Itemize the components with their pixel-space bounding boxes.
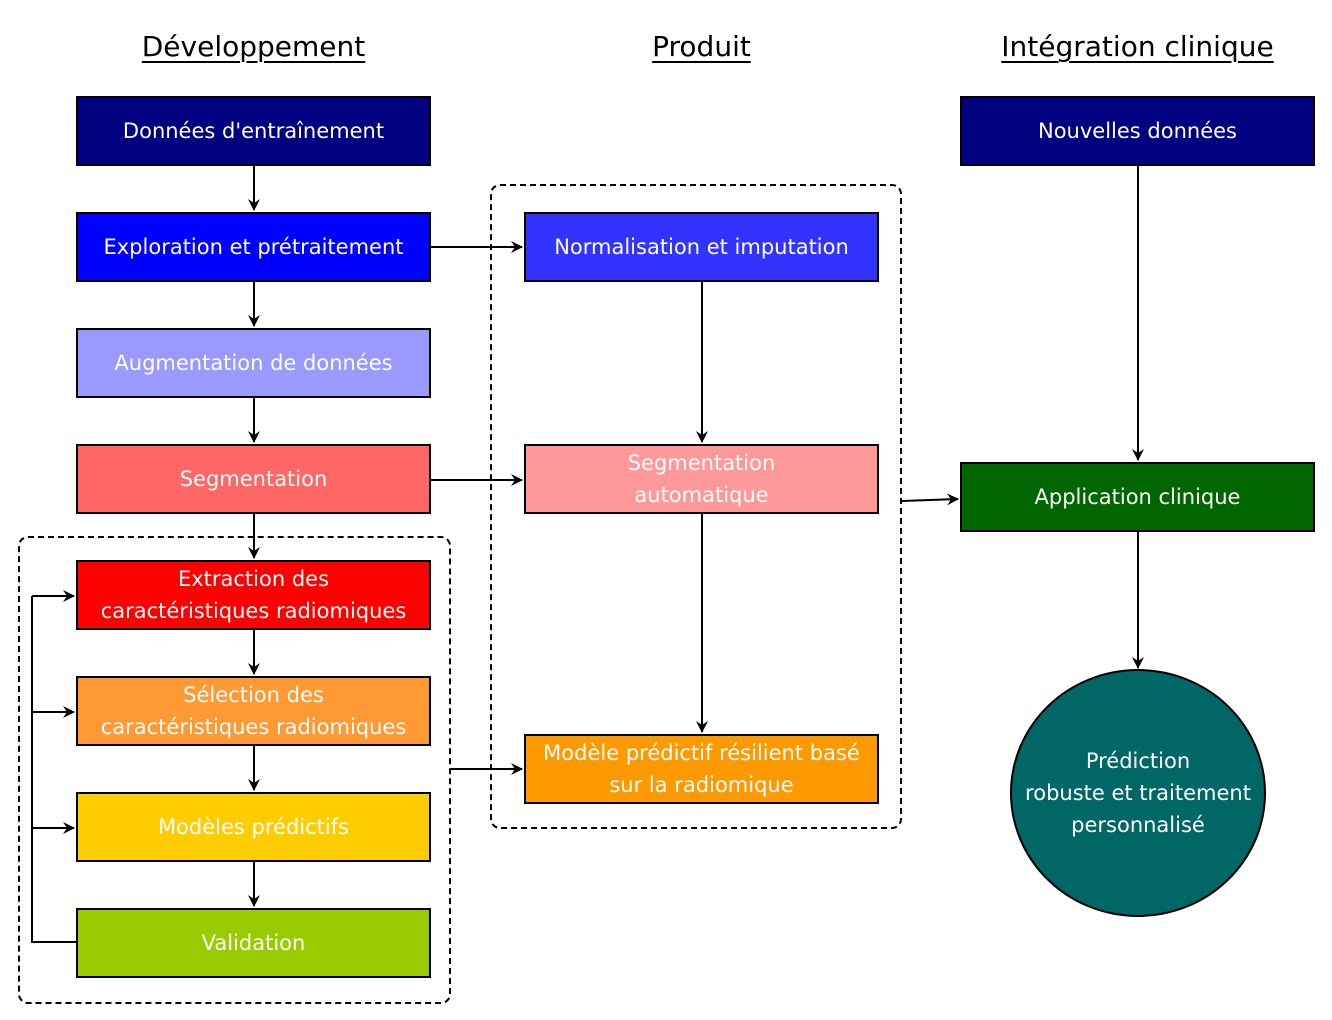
node-feature-selection: Sélection des caractéristiques radiomiqu… xyxy=(76,676,431,746)
node-segmentation: Segmentation xyxy=(76,444,431,514)
node-training-data-label: Données d'entraînement xyxy=(122,119,385,143)
node-normalisation-label: Normalisation et imputation xyxy=(554,235,849,259)
node-segmentation-label: Segmentation xyxy=(179,467,328,491)
node-auto-seg-label-2: automatique xyxy=(634,483,769,507)
node-validation: Validation xyxy=(76,908,431,978)
node-model-label-2: sur la radiomique xyxy=(609,773,794,797)
node-validation-label: Validation xyxy=(201,931,306,955)
node-extraction-label-2: caractéristiques radiomiques xyxy=(100,599,407,623)
node-exploration-label: Exploration et prétraitement xyxy=(103,235,404,259)
node-feature-extraction: Extraction des caractéristiques radiomiq… xyxy=(76,560,431,630)
heading-clinical-integration: Intégration clinique xyxy=(1001,30,1274,63)
node-selection-label-1: Sélection des xyxy=(183,683,324,707)
node-data-augmentation: Augmentation de données xyxy=(76,328,431,398)
node-exploration-preprocessing: Exploration et prétraitement xyxy=(76,212,431,282)
product-group xyxy=(490,184,902,829)
heading-product: Produit xyxy=(652,30,751,63)
node-selection-label-2: caractéristiques radiomiques xyxy=(100,715,407,739)
node-models-label: Modèles prédictifs xyxy=(157,815,350,839)
node-new-data-label: Nouvelles données xyxy=(1038,119,1237,143)
node-training-data: Données d'entraînement xyxy=(76,96,431,166)
node-prediction-label-1: Prédiction xyxy=(1085,749,1191,773)
node-model-label-1: Modèle prédictif résilient basé xyxy=(543,741,860,765)
node-application-label: Application clinique xyxy=(1034,485,1241,509)
node-augmentation-label: Augmentation de données xyxy=(114,351,393,375)
heading-development: Développement xyxy=(141,30,366,63)
node-predictive-models: Modèles prédictifs xyxy=(76,792,431,862)
node-robust-prediction: Prédiction robuste et traitement personn… xyxy=(1010,669,1266,917)
node-auto-seg-label-1: Segmentation xyxy=(627,451,776,475)
loop-validation-back xyxy=(31,596,76,943)
node-automatic-segmentation: Segmentation automatique xyxy=(524,444,879,514)
development-loop-group xyxy=(18,536,451,1004)
node-new-data: Nouvelles données xyxy=(960,96,1315,166)
node-prediction-label-2: robuste et traitement xyxy=(1025,781,1251,805)
node-clinical-application: Application clinique xyxy=(960,462,1315,532)
node-resilient-model: Modèle prédictif résilient basé sur la r… xyxy=(524,734,879,804)
node-extraction-label-1: Extraction des xyxy=(177,567,330,591)
node-prediction-label-3: personnalisé xyxy=(1071,813,1205,837)
arrow-product-to-application xyxy=(901,493,959,506)
node-normalisation-imputation: Normalisation et imputation xyxy=(524,212,879,282)
